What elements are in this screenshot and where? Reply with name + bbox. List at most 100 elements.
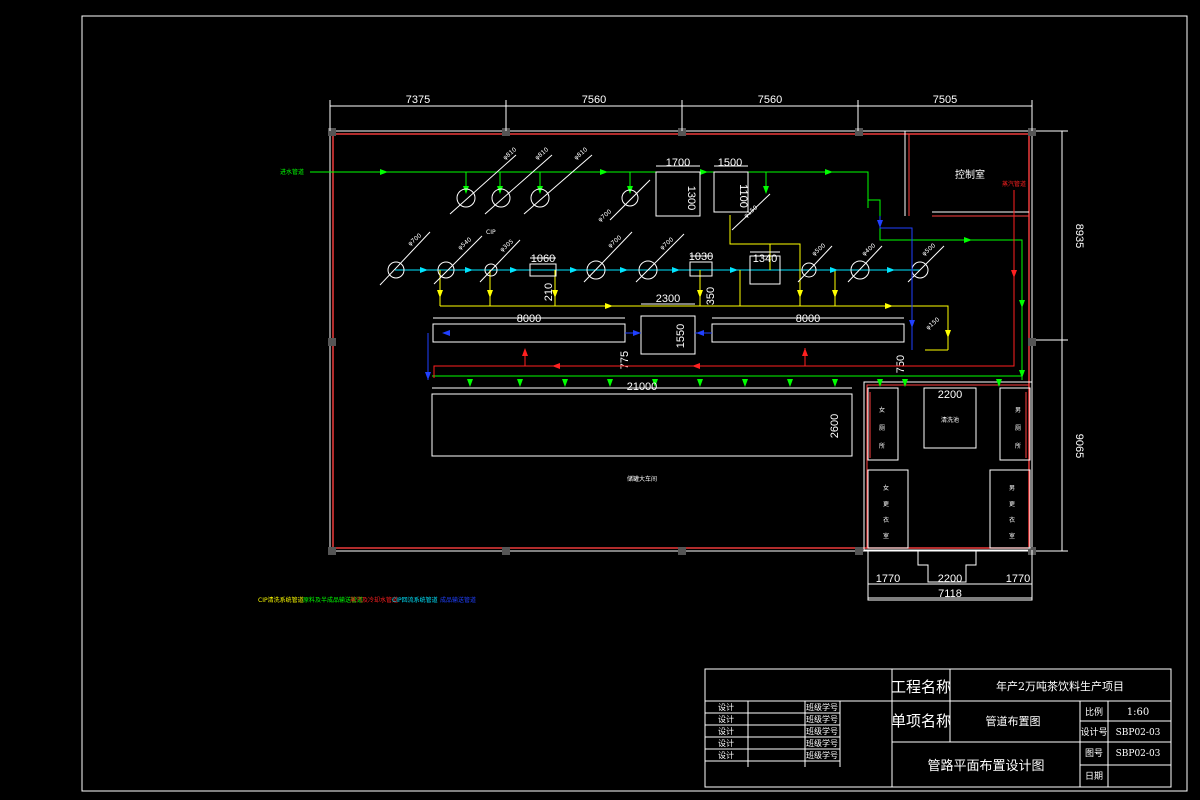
dim-gap-750: 750 — [895, 355, 907, 373]
diameter-label: φ400 — [861, 242, 877, 257]
middle-tanks — [432, 303, 905, 355]
scale-value: 1:60 — [1127, 707, 1149, 718]
cyan-arrows — [420, 267, 895, 273]
big-tank — [431, 387, 853, 457]
dim-top-2: 7560 — [582, 94, 606, 106]
svg-text:更: 更 — [1009, 501, 1015, 508]
dim-big-tank-h: 2600 — [829, 414, 841, 438]
svg-text:设计: 设计 — [718, 750, 734, 760]
dim-top-4: 7505 — [933, 94, 957, 106]
dim-box3-h: 210 — [543, 283, 555, 301]
process-tanks — [379, 193, 945, 286]
amenity-rooms — [867, 387, 1033, 601]
diameter-label: φ700 — [607, 234, 623, 249]
svg-text:班级学号: 班级学号 — [806, 738, 838, 748]
bottom-dimensions: 1770 2200 1770 7118 — [868, 573, 1032, 600]
diameter-label: φ700 — [407, 232, 423, 247]
red-arrows — [522, 270, 1017, 369]
svg-text:设计: 设计 — [718, 714, 734, 724]
scale-label: 比例 — [1085, 706, 1103, 718]
big-tank-area-label: 储罐大车间 — [627, 475, 657, 483]
svg-text:所: 所 — [879, 442, 885, 450]
svg-text:7118: 7118 — [938, 588, 962, 600]
legend-item: CIP回流系统管道 — [392, 596, 438, 604]
right-dimensions: 8935 9065 — [1036, 130, 1085, 552]
control-room-label: 控制室 — [955, 168, 985, 181]
svg-text:1770: 1770 — [1006, 573, 1030, 585]
men-change-room: 男 更 衣 室 — [1009, 485, 1015, 540]
drawing-title: 管路平面布置设计图 — [927, 758, 1044, 774]
legend-item: CIP清洗系统管道 — [258, 596, 304, 604]
dim-tank-mid-w: 2300 — [656, 293, 680, 305]
design-no-label: 设计号 — [1080, 726, 1107, 738]
svg-text:更: 更 — [883, 501, 889, 508]
svg-text:班级学号: 班级学号 — [806, 702, 838, 712]
process-line — [395, 215, 949, 351]
svg-text:设计: 设计 — [718, 738, 734, 748]
design-no-value: SBP02-03 — [1116, 728, 1161, 738]
legend-item: 成品输送管道 — [440, 596, 476, 604]
drawing-border — [81, 15, 1188, 792]
diameter-label: φ305 — [499, 238, 515, 253]
svg-text:2200: 2200 — [938, 573, 962, 585]
drawing-no-value: SBP02-03 — [1116, 749, 1161, 759]
dim-big-tank-w: 21000 — [627, 381, 658, 393]
dim-box2-h: 1100 — [737, 184, 749, 208]
svg-text:所: 所 — [1015, 442, 1021, 450]
blue-arrows — [425, 220, 915, 380]
diameter-label: φ540 — [457, 236, 473, 251]
diameter-label: φ810 — [502, 146, 518, 161]
inlet-label: 进水管道 — [280, 168, 304, 176]
dim-right-1: 8935 — [1073, 224, 1085, 248]
dim-box1-w: 1700 — [666, 157, 690, 169]
women-wc: 女 厕 所 — [879, 406, 885, 450]
dim-tank-right: 8000 — [796, 313, 820, 325]
svg-text:女: 女 — [879, 406, 885, 414]
dim-tank-mid-h: 1550 — [675, 324, 687, 348]
title-block-roles: 设计 设计 设计 设计 设计 班级学号 班级学号 班级学号 班级学号 班级学号 — [718, 702, 838, 760]
svg-text:女: 女 — [883, 484, 889, 492]
svg-text:班级学号: 班级学号 — [806, 726, 838, 736]
top-dimensions: 7375 7560 7560 7505 — [329, 94, 1033, 131]
svg-text:班级学号: 班级学号 — [806, 750, 838, 760]
dim-box4-w: 1030 — [689, 251, 713, 263]
wash-room-label: 清洗池 — [941, 416, 959, 424]
svg-text:设计: 设计 — [718, 702, 734, 712]
svg-text:厕: 厕 — [879, 425, 885, 432]
dim-top-3: 7560 — [758, 94, 782, 106]
project-value: 年产2万吨茶饮料生产项目 — [996, 679, 1124, 693]
dim-tank-left: 8000 — [517, 313, 541, 325]
diameter-label: φ500 — [811, 242, 827, 257]
svg-text:室: 室 — [1009, 532, 1015, 540]
dim-box5-w: 1340 — [753, 253, 777, 265]
svg-text:班级学号: 班级学号 — [806, 714, 838, 724]
svg-text:1770: 1770 — [876, 573, 900, 585]
svg-text:男: 男 — [1015, 407, 1021, 414]
diameter-label: φ700 — [597, 208, 613, 223]
yellow-arrows — [437, 290, 951, 338]
svg-text:男: 男 — [1009, 485, 1015, 492]
diameter-label: φ700 — [659, 236, 675, 251]
legend-item: 蒸汽及冷却水管道 — [350, 596, 398, 604]
women-change-room: 女 更 衣 室 — [883, 484, 889, 540]
svg-text:衣: 衣 — [1009, 516, 1015, 524]
item-label: 单项名称 — [891, 712, 951, 730]
top-boxes — [655, 165, 749, 217]
building-walls — [328, 128, 1036, 555]
dim-box2-w: 1500 — [718, 157, 742, 169]
dim-box3-w: 1060 — [531, 253, 555, 265]
pipe-legend: CIP清洗系统管道 原料及半成品输送管道 蒸汽及冷却水管道 CIP回流系统管道 … — [258, 596, 476, 604]
dim-box1-h: 1300 — [685, 186, 697, 210]
dim-box4-h: 350 — [705, 287, 717, 305]
project-label: 工程名称 — [891, 678, 951, 696]
dim-top-1: 7375 — [406, 94, 430, 106]
cip-label: CIP — [486, 229, 496, 236]
dim-right-2: 9065 — [1073, 434, 1085, 458]
dim-wash-w: 2200 — [938, 389, 962, 401]
svg-text:衣: 衣 — [883, 516, 889, 524]
title-block — [704, 668, 1172, 788]
svg-text:厕: 厕 — [1015, 425, 1021, 432]
diameter-label: φ150 — [925, 316, 941, 331]
men-wc: 男 厕 所 — [1015, 407, 1021, 450]
svg-text:设计: 设计 — [718, 726, 734, 736]
